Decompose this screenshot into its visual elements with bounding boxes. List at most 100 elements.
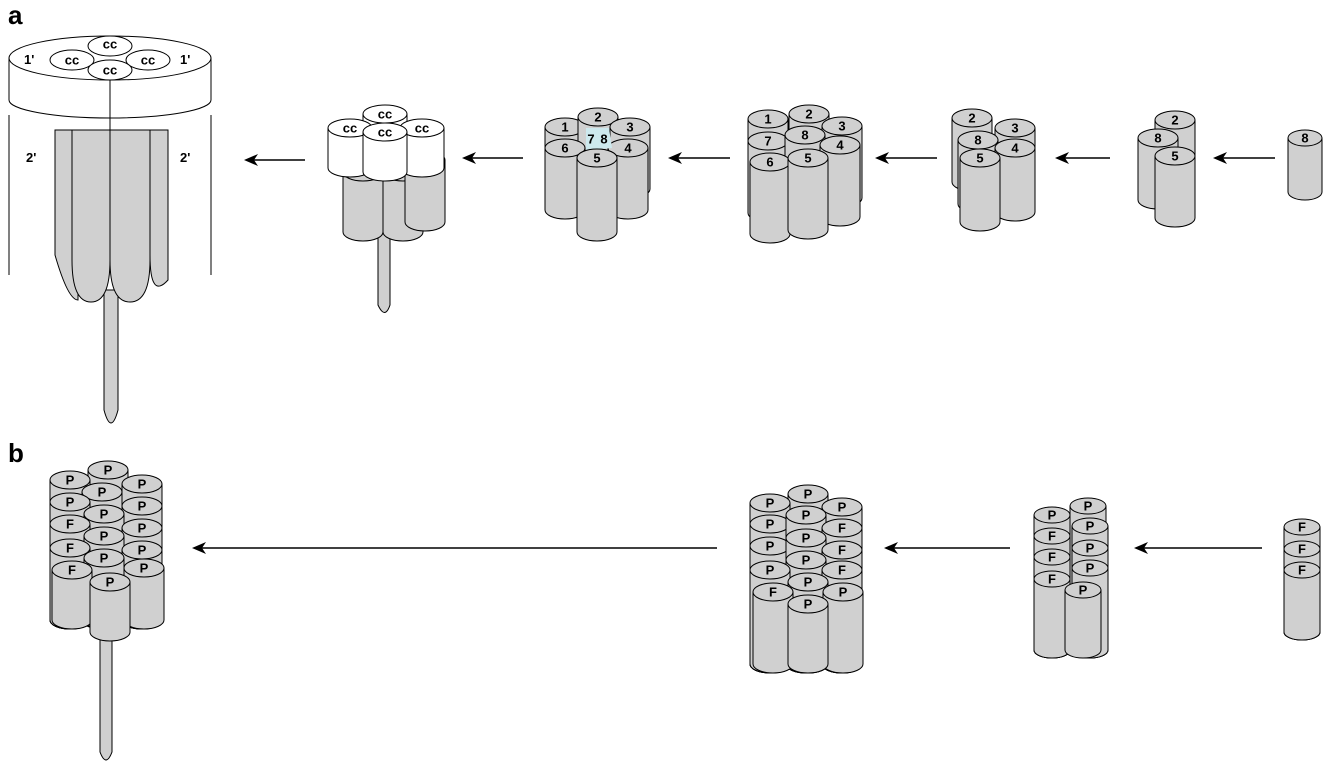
a-big-tail: [103, 289, 119, 424]
a-s6-cyl-3-top: [1154, 146, 1196, 166]
b-s3-label-6: F: [1048, 550, 1056, 565]
b-s1-cyl-7-top: [83, 504, 125, 524]
a-s5-cyl-4-body: [994, 147, 1036, 222]
b-s1-tail: [99, 639, 113, 761]
b-s2-label-16: P: [804, 597, 813, 612]
b-s1-label-7: P: [100, 507, 109, 522]
b-s1-label-15: P: [140, 561, 149, 576]
a-arrow-4-head: [875, 152, 889, 164]
b-s1-cyl-16-body: [89, 581, 131, 642]
b-s2-label-2: P: [766, 496, 775, 511]
b-s2-label-3: P: [838, 500, 847, 515]
b-s2-cyl-10-top: [785, 550, 827, 570]
b-s3-cyl-7-top: [1071, 559, 1109, 577]
b-s1-label-5: P: [66, 495, 75, 510]
b-s2-label-6: F: [838, 521, 846, 536]
b-arrow-2-head: [884, 542, 898, 554]
b-s2-cyl-16-top: [787, 594, 829, 614]
a-s5-label-2: 3: [1011, 121, 1018, 136]
b-s2-label-10: P: [802, 553, 811, 568]
a-s4-cyl-8-top: [787, 148, 829, 168]
b-s1-cyl-1-top: [87, 460, 129, 480]
b-s1-label-14: F: [68, 563, 76, 578]
b-s2-label-14: F: [769, 585, 777, 600]
a-s4-cyl-7-body: [749, 161, 791, 244]
b-s2-label-9: F: [838, 543, 846, 558]
rim-label-left: 1': [24, 52, 34, 67]
b-s4-cyl-3-top: [1283, 561, 1321, 579]
a-s7-cyl-1-body: [1287, 137, 1323, 201]
a-s7-cyl-1-top: [1287, 129, 1323, 147]
a-arrow-3-head: [668, 152, 682, 164]
a-big-cc-front: [87, 59, 133, 81]
a-big-tube-5: [149, 129, 169, 287]
a-s2-cap-front-body: [362, 131, 408, 182]
a-s4-label-6: 4: [836, 138, 844, 153]
a-s4-cyl-8-body: [787, 157, 829, 240]
b-s1-label-1: P: [104, 463, 113, 478]
a-arrow-6-head: [1213, 152, 1227, 164]
b-s2-cyl-14-body: [752, 591, 794, 674]
b-s3-cyl-9-top: [1064, 581, 1102, 599]
b-s3-cyl-6-top: [1033, 548, 1071, 566]
b-s2-cyl-12-top: [821, 560, 863, 580]
b-s3-label-1: P: [1084, 499, 1093, 514]
a-s4-cyl-5-top: [784, 125, 826, 145]
a-s5-cyl-5-body: [959, 157, 1001, 232]
b-s1-cyl-14-top: [51, 560, 93, 580]
b-s1-cyl-11-top: [49, 538, 91, 558]
a-big-tube-3: [109, 129, 151, 303]
a-s5-label-5: 5: [976, 151, 983, 166]
a-s3-cyl-2-top: [577, 107, 619, 127]
b-s1-label-9: P: [138, 521, 147, 536]
b-s1-label-6: P: [138, 499, 147, 514]
a-s6-cyl-1-top: [1154, 110, 1196, 130]
a-s6-label-3: 5: [1171, 149, 1178, 164]
a-s2-label-1: cc: [378, 107, 392, 122]
a-s3-cyl-3-top: [609, 117, 651, 137]
a-s4-label-1: 1: [764, 112, 771, 127]
a-s4-label-2: 2: [805, 107, 812, 122]
a-s3-label-5: 5: [593, 151, 600, 166]
b-s3-label-8: F: [1048, 572, 1056, 587]
b-s1-cyl-15-top: [123, 558, 165, 578]
b-s2-cyl-2-top: [749, 493, 791, 513]
b-s2-label-12: F: [838, 563, 846, 578]
a-s6-cyl-3-body: [1154, 155, 1196, 228]
b-s1-cyl-9-top: [121, 518, 163, 538]
a-big-cc-label-4: cc: [141, 53, 155, 68]
b-s1-label-2: P: [66, 473, 75, 488]
a-s3-label-6: 6: [561, 141, 568, 156]
a-s5-label-4: 4: [1011, 141, 1019, 156]
panel-a-letter: a: [8, 0, 23, 30]
a-arrow-5-head: [1055, 152, 1069, 164]
b-s2-label-15: P: [839, 585, 848, 600]
b-s1-cyl-4-top: [81, 482, 123, 502]
b-s2-cyl-13-top: [787, 572, 829, 592]
b-s3-cyl-9-body: [1064, 589, 1102, 659]
a-s4-cyl-2-top: [788, 104, 830, 124]
rim-label-right: 1': [180, 52, 190, 67]
a-s2-label-2: cc: [343, 121, 357, 136]
b-s1-label-8: F: [66, 517, 74, 532]
b-s3-cyl-8-top: [1033, 570, 1071, 588]
b-s3-cyl-3-top: [1071, 517, 1109, 535]
a-big-cc-right: [125, 49, 171, 71]
b-s4-label-1: F: [1298, 520, 1306, 535]
b-s1-label-12: P: [138, 543, 147, 558]
a-s4-label-5: 8: [801, 128, 808, 143]
b-s3-cyl-4-top: [1033, 527, 1071, 545]
b-s2-cyl-15-top: [822, 582, 864, 602]
a-arrow-1-head: [244, 154, 258, 166]
a-s3-label-1: 1: [561, 120, 568, 135]
b-s2-cyl-11-top: [749, 560, 791, 580]
a-s3-label-7: 7: [587, 132, 594, 147]
b-arrow-1-head: [192, 542, 206, 554]
a-s7-label-1: 8: [1301, 131, 1308, 146]
b-s2-cyl-3-top: [821, 497, 863, 517]
b-s1-cyl-10-top: [83, 526, 125, 546]
b-s1-cyl-5-top: [49, 492, 91, 512]
b-s1-label-3: P: [138, 477, 147, 492]
a-s5-cyl-4-top: [994, 138, 1036, 158]
b-s1-cyl-13-top: [83, 548, 125, 568]
